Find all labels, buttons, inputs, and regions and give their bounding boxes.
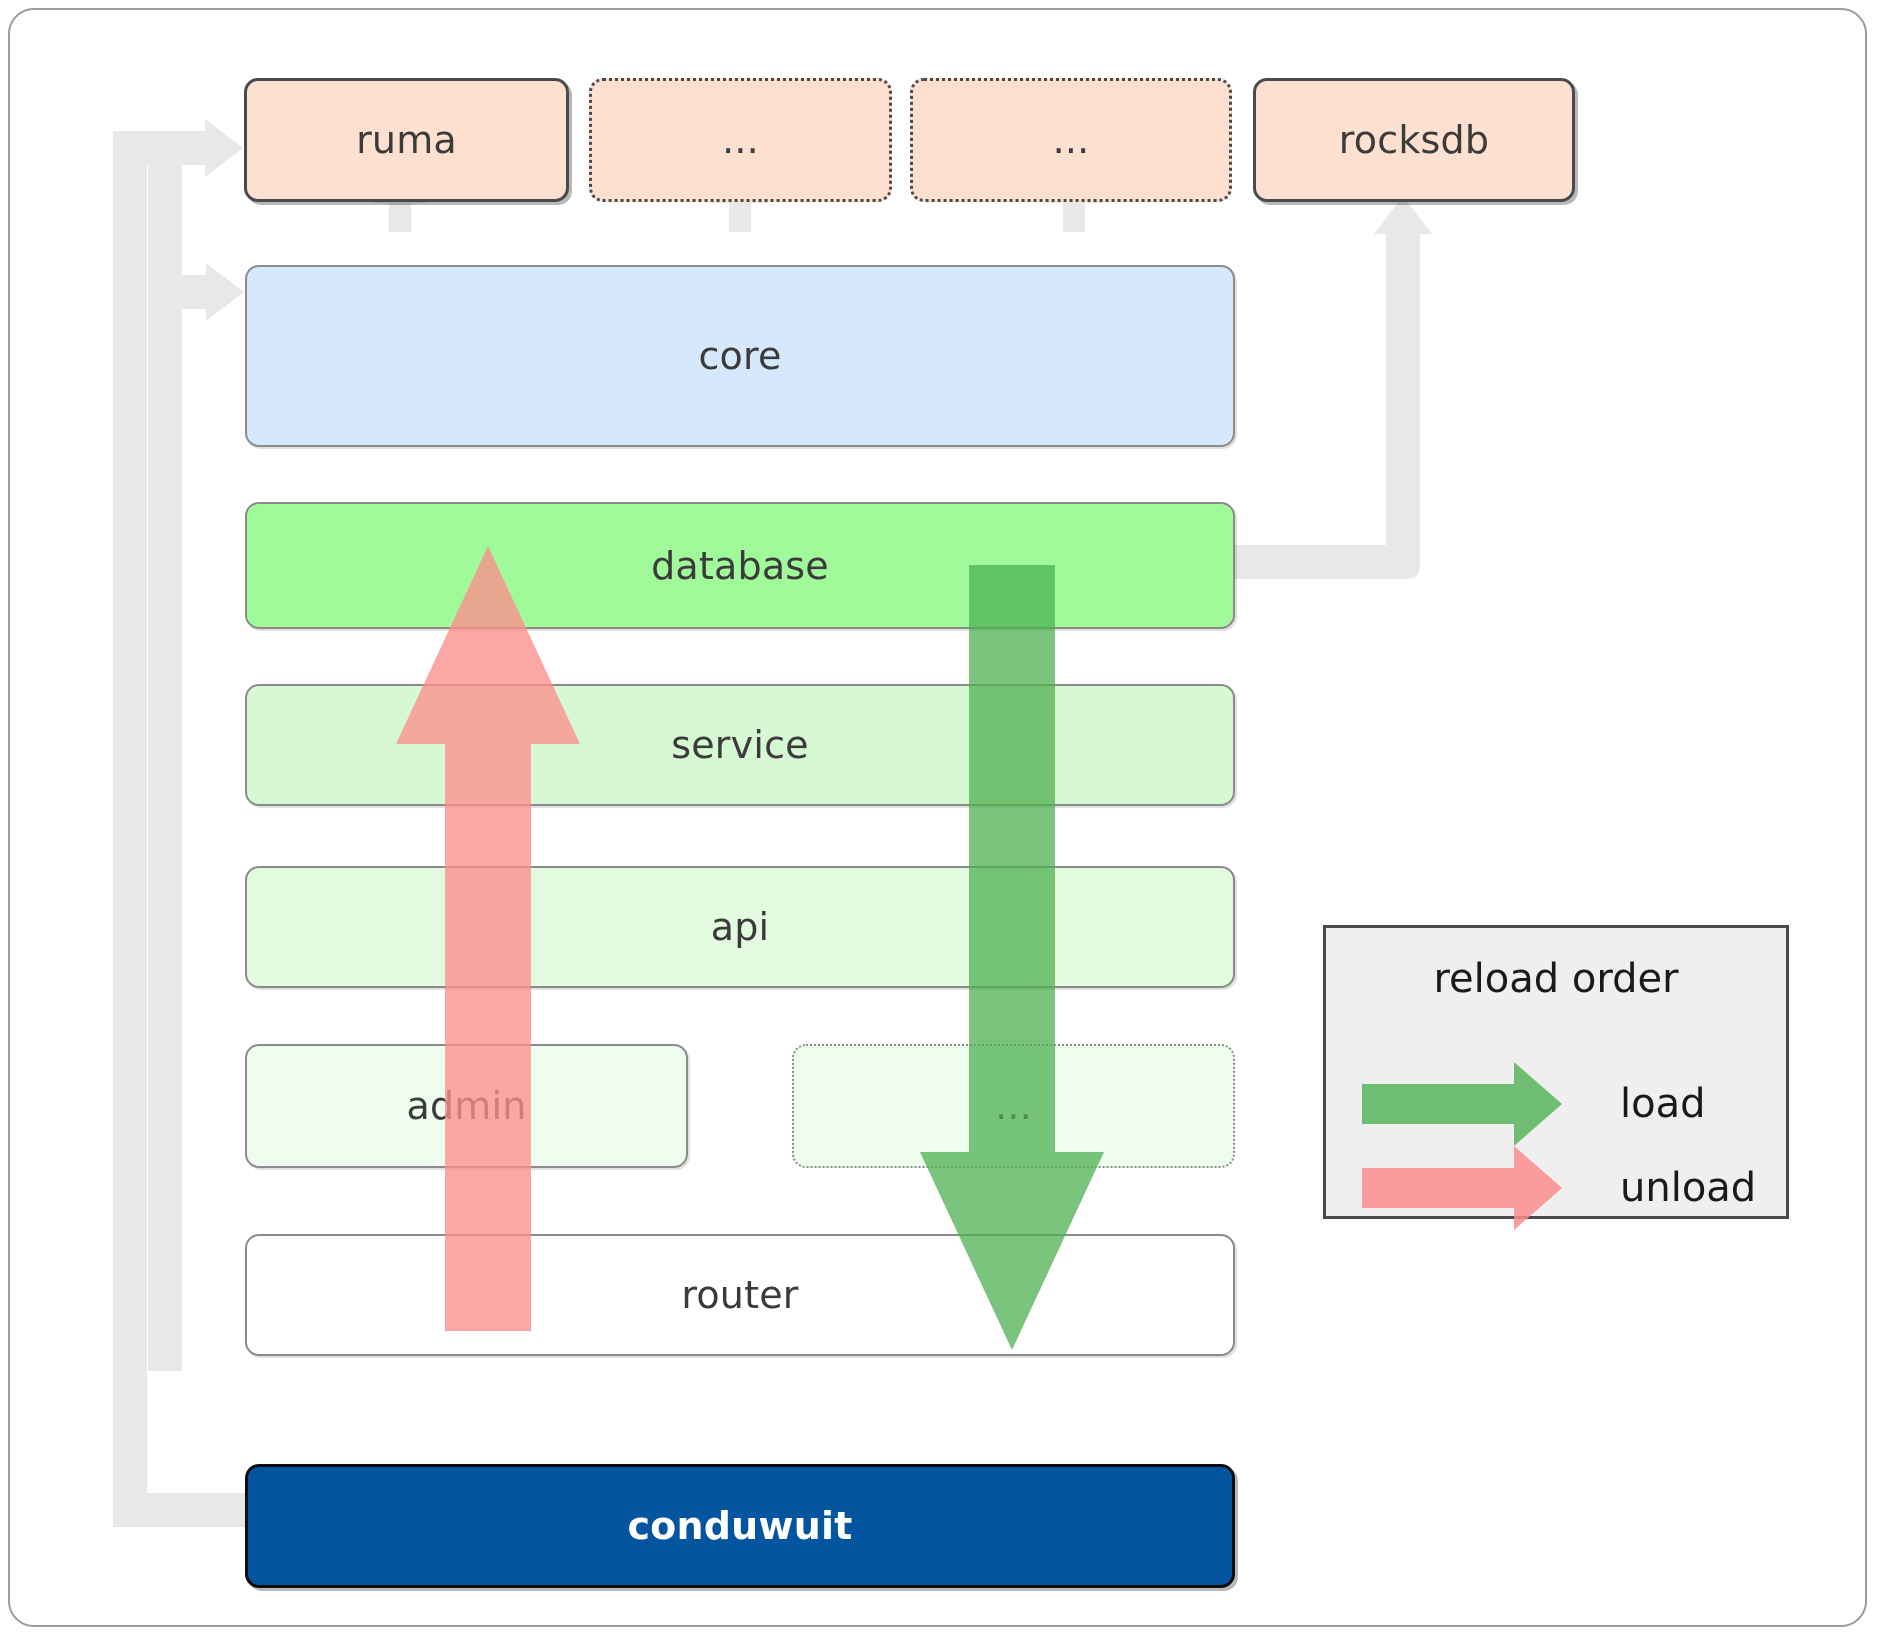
node-core-label: core (698, 334, 782, 378)
node-ruma[interactable]: ruma (244, 78, 569, 202)
legend-label-load: load (1620, 1081, 1706, 1127)
legend-panel: reload order load unload (1323, 925, 1789, 1230)
node-rocksdb[interactable]: rocksdb (1253, 78, 1575, 202)
connector-trunk-to-conduwuit (113, 1493, 249, 1527)
connector-arrow-to-ruma (205, 119, 243, 177)
diagram-outer-frame (8, 8, 1867, 1627)
node-database[interactable]: database (245, 502, 1235, 629)
node-core[interactable]: core (245, 265, 1235, 447)
node-router-label: router (681, 1273, 799, 1317)
node-database-label: database (651, 543, 829, 588)
connector-core-to-dots2-stem (1063, 196, 1085, 232)
legend-title: reload order (1433, 956, 1679, 1002)
node-rocksdb-label: rocksdb (1338, 118, 1490, 162)
node-bottom-dots[interactable]: ... (792, 1044, 1235, 1168)
node-admin-label: admin (406, 1084, 527, 1128)
node-api-label: api (710, 905, 770, 949)
node-conduwuit[interactable]: conduwuit (245, 1464, 1235, 1588)
connector-database-to-rocksdb-vertical (1386, 232, 1420, 562)
load-arrow-icon (1362, 1062, 1562, 1146)
node-service-label: service (671, 723, 809, 767)
node-ruma-label: ruma (356, 118, 457, 162)
connector-core-to-ruma-stem (389, 196, 411, 232)
legend-label-unload: unload (1620, 1165, 1757, 1211)
connector-trunk-vertical (113, 131, 147, 1527)
node-top-dots-1-label: ... (722, 118, 759, 162)
legend-row-unload: unload (1362, 1146, 1762, 1230)
node-bottom-dots-label: ... (995, 1084, 1032, 1128)
connector-arrow-to-rocksdb (1374, 196, 1432, 234)
node-api[interactable]: api (245, 866, 1235, 988)
node-top-dots-1[interactable]: ... (589, 78, 892, 202)
node-conduwuit-label: conduwuit (627, 1504, 853, 1548)
node-top-dots-2-label: ... (1052, 118, 1090, 162)
connector-branch-vertical-core (148, 131, 182, 1371)
connector-core-to-dots1-stem (729, 196, 751, 232)
node-router[interactable]: router (245, 1234, 1235, 1356)
legend-row-load: load (1362, 1062, 1762, 1146)
node-admin[interactable]: admin (245, 1044, 688, 1168)
node-top-dots-2[interactable]: ... (910, 78, 1232, 202)
unload-arrow-icon (1362, 1146, 1562, 1230)
connector-arrow-to-core (206, 263, 244, 321)
node-service[interactable]: service (245, 684, 1235, 806)
